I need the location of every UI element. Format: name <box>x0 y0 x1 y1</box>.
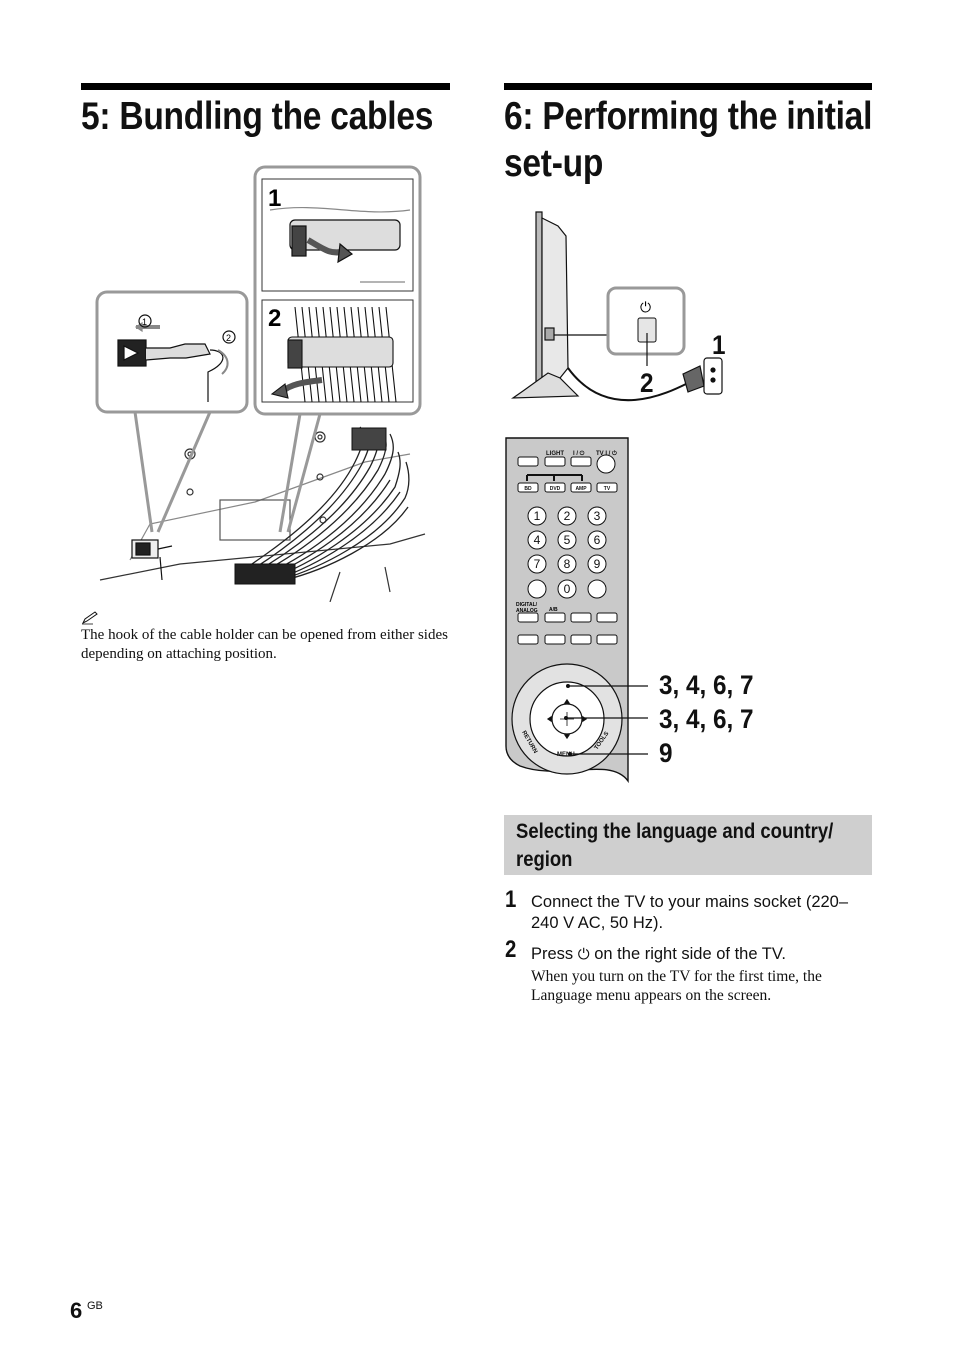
detail-connector-content <box>117 314 236 402</box>
remote-callout-ok: 3, 4, 6, 7 <box>659 704 754 734</box>
step-1-text: Connect the TV to your mains socket (220… <box>531 893 849 932</box>
step-2-text-before: Press <box>531 945 574 963</box>
power-symbol-icon: ⏻ <box>640 300 651 316</box>
power-icon: ⏻ <box>577 945 590 963</box>
remote-mode-tv: TV <box>604 486 611 492</box>
panel-step-2-label: 2 <box>268 305 281 332</box>
remote-power-button <box>570 456 592 467</box>
remote-power-label: I / ⏻ <box>573 450 585 457</box>
step-1-number: 1 <box>505 886 517 913</box>
section-heading-setup-line2: set-up <box>504 142 604 185</box>
section-heading-bundling: 5: Bundling the cables <box>81 95 434 138</box>
step-2-number: 2 <box>505 936 517 963</box>
remote-digit-3: 3 <box>594 509 601 523</box>
remote-top-button-1 <box>517 456 539 467</box>
remote-mode-amp: AMP <box>575 486 587 492</box>
section-heading-setup-line1: 6: Performing the initial <box>504 95 873 138</box>
circled-number-1: 1 <box>142 317 147 327</box>
svg-text:ANALOG: ANALOG <box>516 608 538 614</box>
subsection-title: Selecting the language and country/ regi… <box>516 820 834 871</box>
remote-mode-bd: BD <box>524 486 532 492</box>
remote-menu-label: MENU <box>557 752 575 758</box>
remote-digit-2: 2 <box>564 509 571 523</box>
remote-digit-9: 9 <box>594 557 601 571</box>
tv-callout-2: 2 <box>640 368 654 398</box>
remote-light-label: LIGHT <box>546 451 564 457</box>
remote-digit-8: 8 <box>564 557 571 571</box>
cable-holder-clip <box>234 563 296 585</box>
remote-digital-analog-label: DIGITAL/ <box>516 602 538 608</box>
clip-step1-drawing <box>269 207 411 283</box>
remote-control-illustration: LIGHT I / ⏻ TV I / ⏻ BD DVD AMP TV 1 2 3… <box>505 437 629 784</box>
page-number: 6 <box>70 1298 83 1323</box>
right-section-rule <box>504 83 872 90</box>
step-2-detail: When you turn on the TV for the first ti… <box>531 968 822 1004</box>
remote-ab-label: A/B <box>549 607 558 613</box>
remote-digit-4: 4 <box>534 533 541 547</box>
pencil-note-icon <box>81 611 98 625</box>
page-suffix: GB <box>87 1300 103 1312</box>
cable-holder-note: The hook of the cable holder can be open… <box>81 627 448 662</box>
step-2-text: Press ⏻ on the right side of the TV. <box>531 944 871 965</box>
remote-digit-1: 1 <box>534 509 541 523</box>
remote-digit-6: 6 <box>594 533 601 547</box>
subsection-heading: Selecting the language and country/ regi… <box>504 815 872 875</box>
remote-digit-0: 0 <box>564 582 571 596</box>
remote-digit-7: 7 <box>534 557 541 571</box>
tv-side-illustration: ⏻ <box>511 211 723 402</box>
remote-digit-5: 5 <box>564 533 571 547</box>
step-2-text-after: on the right side of the TV. <box>594 945 786 963</box>
clip-step2-drawing <box>270 306 397 403</box>
remote-tv-power-button <box>596 454 616 474</box>
circled-number-2: 2 <box>226 333 231 343</box>
remote-mode-dvd: DVD <box>550 486 561 492</box>
left-section-rule <box>81 83 450 90</box>
remote-light-button <box>544 456 566 467</box>
cable-bundling-illustration: 1 2 1 2 <box>95 165 426 602</box>
remote-callout-lines <box>564 684 648 756</box>
upper-connector <box>351 427 387 451</box>
power-connector <box>131 539 173 581</box>
remote-tv-power-label: TV I / ⏻ <box>596 450 617 457</box>
mains-plug <box>682 357 723 395</box>
remote-callout-arrows: 3, 4, 6, 7 <box>659 670 754 700</box>
panel-step-1-label: 1 <box>268 185 281 212</box>
remote-callout-menu: 9 <box>659 738 673 768</box>
tv-callout-1: 1 <box>712 330 726 360</box>
